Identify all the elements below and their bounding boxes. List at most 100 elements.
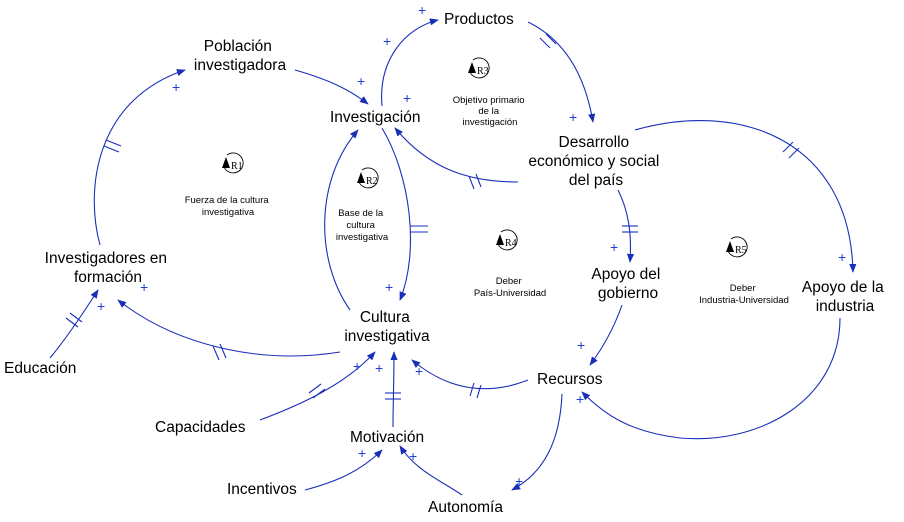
- label-line: investigativa: [202, 207, 255, 218]
- loop-r1-icon: [222, 152, 244, 174]
- edge-motivacion-cultura: [390, 351, 398, 428]
- loop-r4-name: Deber País-Universidad: [474, 276, 546, 299]
- edge-desarrollo-apoyo-industria: [634, 120, 857, 273]
- delay-mark: [539, 33, 557, 49]
- polarity-plus: +: [140, 279, 148, 295]
- loops: R1 Fuerza de la cultura investigativa R2…: [185, 57, 789, 306]
- loop-r3-icon: [468, 57, 490, 79]
- edge-recursos-cultura: [411, 359, 529, 390]
- delay-mark: [782, 141, 800, 159]
- polarity-plus: +: [415, 363, 423, 379]
- edge-desarrollo-investigacion: [394, 127, 519, 183]
- edge-apoyo-gobierno-recursos: [589, 304, 623, 366]
- polarity-plus: +: [353, 358, 361, 374]
- polarity-plus: +: [403, 90, 411, 106]
- edge-recursos-autonomia: [511, 393, 563, 491]
- delay-mark: [468, 173, 482, 190]
- label-line: formación: [74, 269, 142, 286]
- edge-incentivos-motivacion: [304, 449, 383, 491]
- loop-r3-id: R3: [477, 66, 489, 77]
- polarity-plus: +: [576, 391, 584, 407]
- label-line: del país: [569, 172, 624, 189]
- delay-marks: [65, 33, 800, 400]
- label-line: industria: [816, 298, 875, 315]
- loop-r2-id: R2: [366, 176, 378, 187]
- label-line: Población: [204, 38, 272, 55]
- loop-r5-icon: [726, 236, 748, 258]
- label-line: investigativa: [336, 232, 389, 243]
- label-line: Fuerza de la cultura: [185, 195, 270, 206]
- polarity-plus: +: [97, 298, 105, 314]
- edge-cultura-investigacion: [324, 129, 359, 311]
- variable-investigacion: Investigación: [330, 109, 420, 126]
- loop-r3-name: Objetivo primario de la investigación: [453, 95, 527, 128]
- edge-poblacion-investigacion: [294, 69, 369, 105]
- edges: [49, 18, 857, 496]
- polarity-plus: +: [357, 73, 365, 89]
- variable-apoyo-del-gobierno: Apoyo del gobierno: [591, 266, 664, 302]
- delay-mark: [469, 382, 482, 399]
- label-line: Apoyo de la: [802, 279, 884, 296]
- delay-mark: [385, 392, 401, 400]
- delay-mark: [65, 312, 83, 328]
- variable-incentivos: Incentivos: [227, 481, 297, 498]
- polarity-plus: +: [577, 337, 585, 353]
- label-line: de la: [478, 106, 499, 117]
- loop-r2-name: Base de la cultura investigativa: [336, 208, 389, 243]
- variable-motivacion: Motivación: [350, 429, 424, 446]
- label-line: Deber: [496, 276, 522, 287]
- label-line: Apoyo del: [591, 266, 660, 283]
- label-line: Industria-Universidad: [699, 295, 789, 306]
- label-line: investigativa: [344, 328, 430, 345]
- polarity-plus: +: [385, 279, 393, 295]
- label-line: Deber: [730, 283, 756, 294]
- edge-desarrollo-apoyo-gobierno: [617, 189, 635, 263]
- label-line: Desarrollo: [559, 134, 630, 151]
- delay-mark: [103, 139, 122, 153]
- variable-educacion: Educación: [4, 360, 76, 377]
- edge-investigadores-poblacion: [93, 69, 186, 246]
- edge-investigacion-productos: [381, 18, 439, 107]
- variable-cultura-investigativa: Cultura investigativa: [344, 309, 430, 345]
- label-line: Objetivo primario: [453, 95, 525, 106]
- polarity-plus: +: [610, 239, 618, 255]
- polarity-plus: +: [172, 79, 180, 95]
- delay-mark: [622, 225, 638, 233]
- polarity-plus: +: [838, 249, 846, 265]
- variable-apoyo-de-la-industria: Apoyo de la industria: [802, 279, 888, 315]
- edge-autonomia-motivacion: [399, 445, 463, 496]
- polarity-plus: +: [409, 448, 417, 464]
- label-line: gobierno: [598, 285, 658, 302]
- polarity-plus: +: [383, 33, 391, 49]
- polarity-plus: +: [375, 360, 383, 376]
- variable-capacidades: Capacidades: [155, 419, 246, 436]
- loop-r5-name: Deber Industria-Universidad: [699, 283, 789, 306]
- label-line: País-Universidad: [474, 288, 546, 299]
- delay-mark: [308, 383, 326, 399]
- loop-r4-icon: [496, 229, 518, 251]
- polarity-signs: + + + + + + + + + + + + + + + + + + +: [97, 2, 846, 489]
- edge-cultura-investigadores: [117, 299, 341, 357]
- label-line: Base de la: [338, 208, 384, 219]
- loop-r2-icon: [357, 167, 379, 189]
- variable-productos: Productos: [444, 11, 514, 28]
- edge-educacion-investigadores: [49, 289, 99, 359]
- label-line: investigación: [463, 117, 518, 128]
- polarity-plus: +: [358, 445, 366, 461]
- variable-recursos: Recursos: [537, 371, 603, 388]
- edge-capacidades-cultura: [259, 351, 376, 421]
- loop-r5-id: R5: [735, 245, 747, 256]
- label-line: investigadora: [194, 57, 287, 74]
- loop-r1-id: R1: [231, 161, 243, 172]
- variable-investigadores-en-formacion: Investigadores en formación: [45, 250, 172, 286]
- polarity-plus: +: [515, 473, 523, 489]
- polarity-plus: +: [569, 109, 577, 125]
- label-line: económico y social: [528, 153, 659, 170]
- delay-mark: [212, 343, 227, 361]
- label-line: Investigadores en: [45, 250, 167, 267]
- delay-mark: [410, 225, 428, 233]
- edge-investigacion-cultura: [381, 127, 412, 301]
- loop-r4-id: R4: [505, 238, 517, 249]
